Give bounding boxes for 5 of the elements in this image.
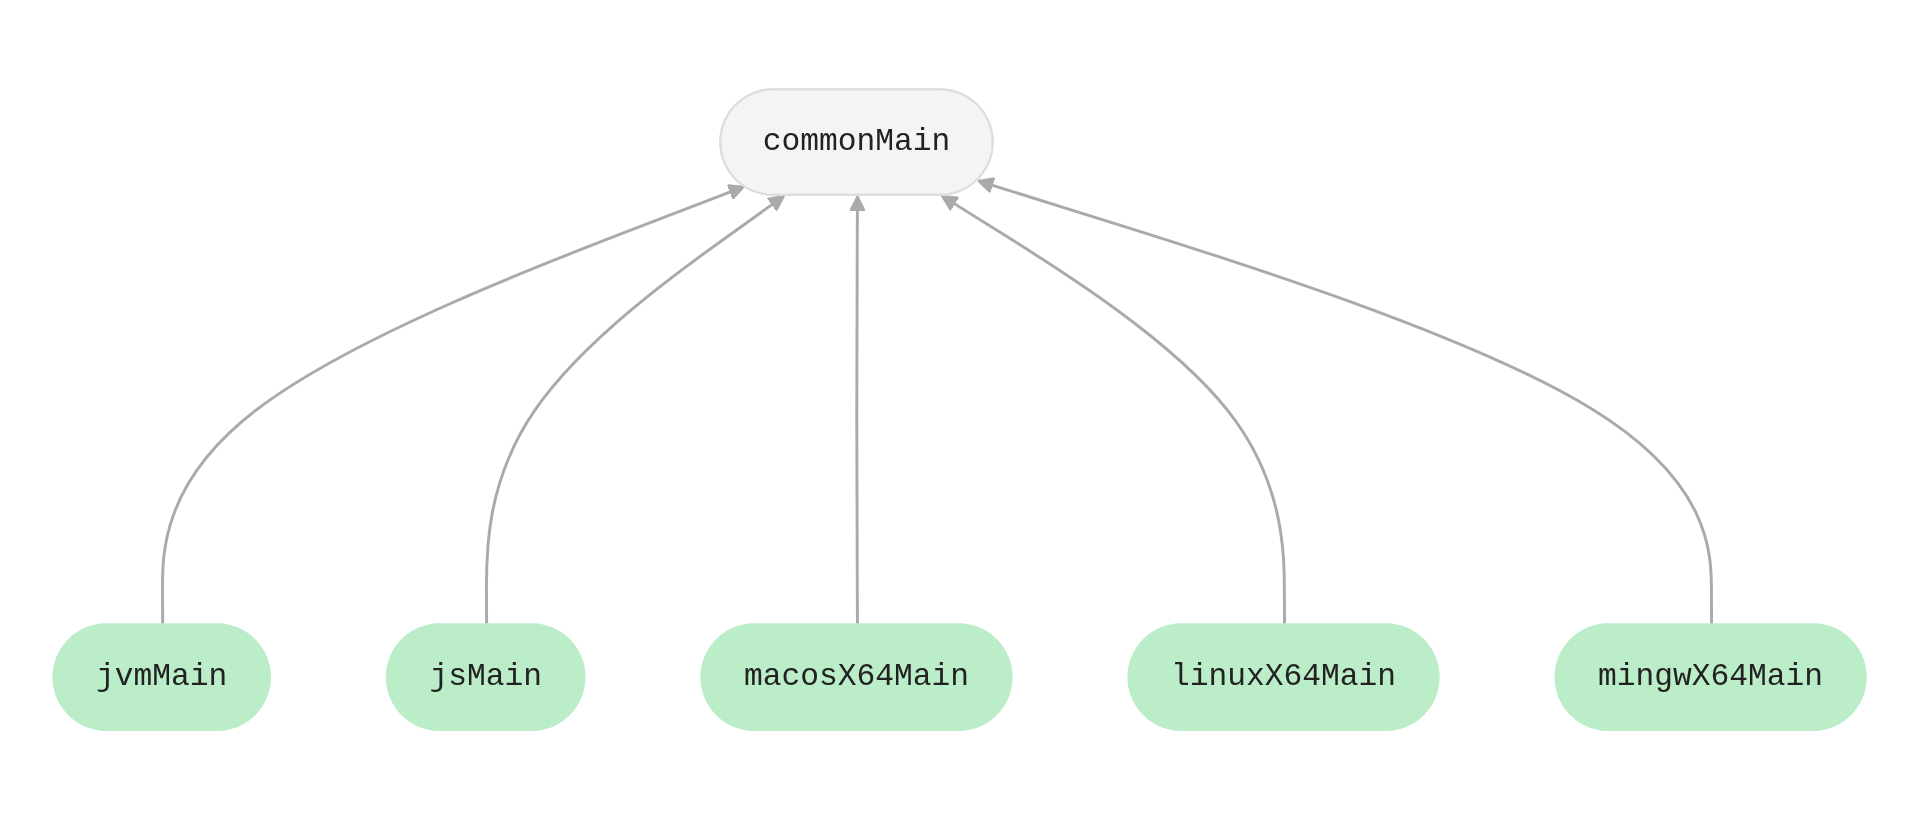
arrow [977,177,1714,626]
arrow [941,195,1287,626]
arrow [161,184,746,626]
arrow [849,195,867,626]
arrow [485,195,786,626]
